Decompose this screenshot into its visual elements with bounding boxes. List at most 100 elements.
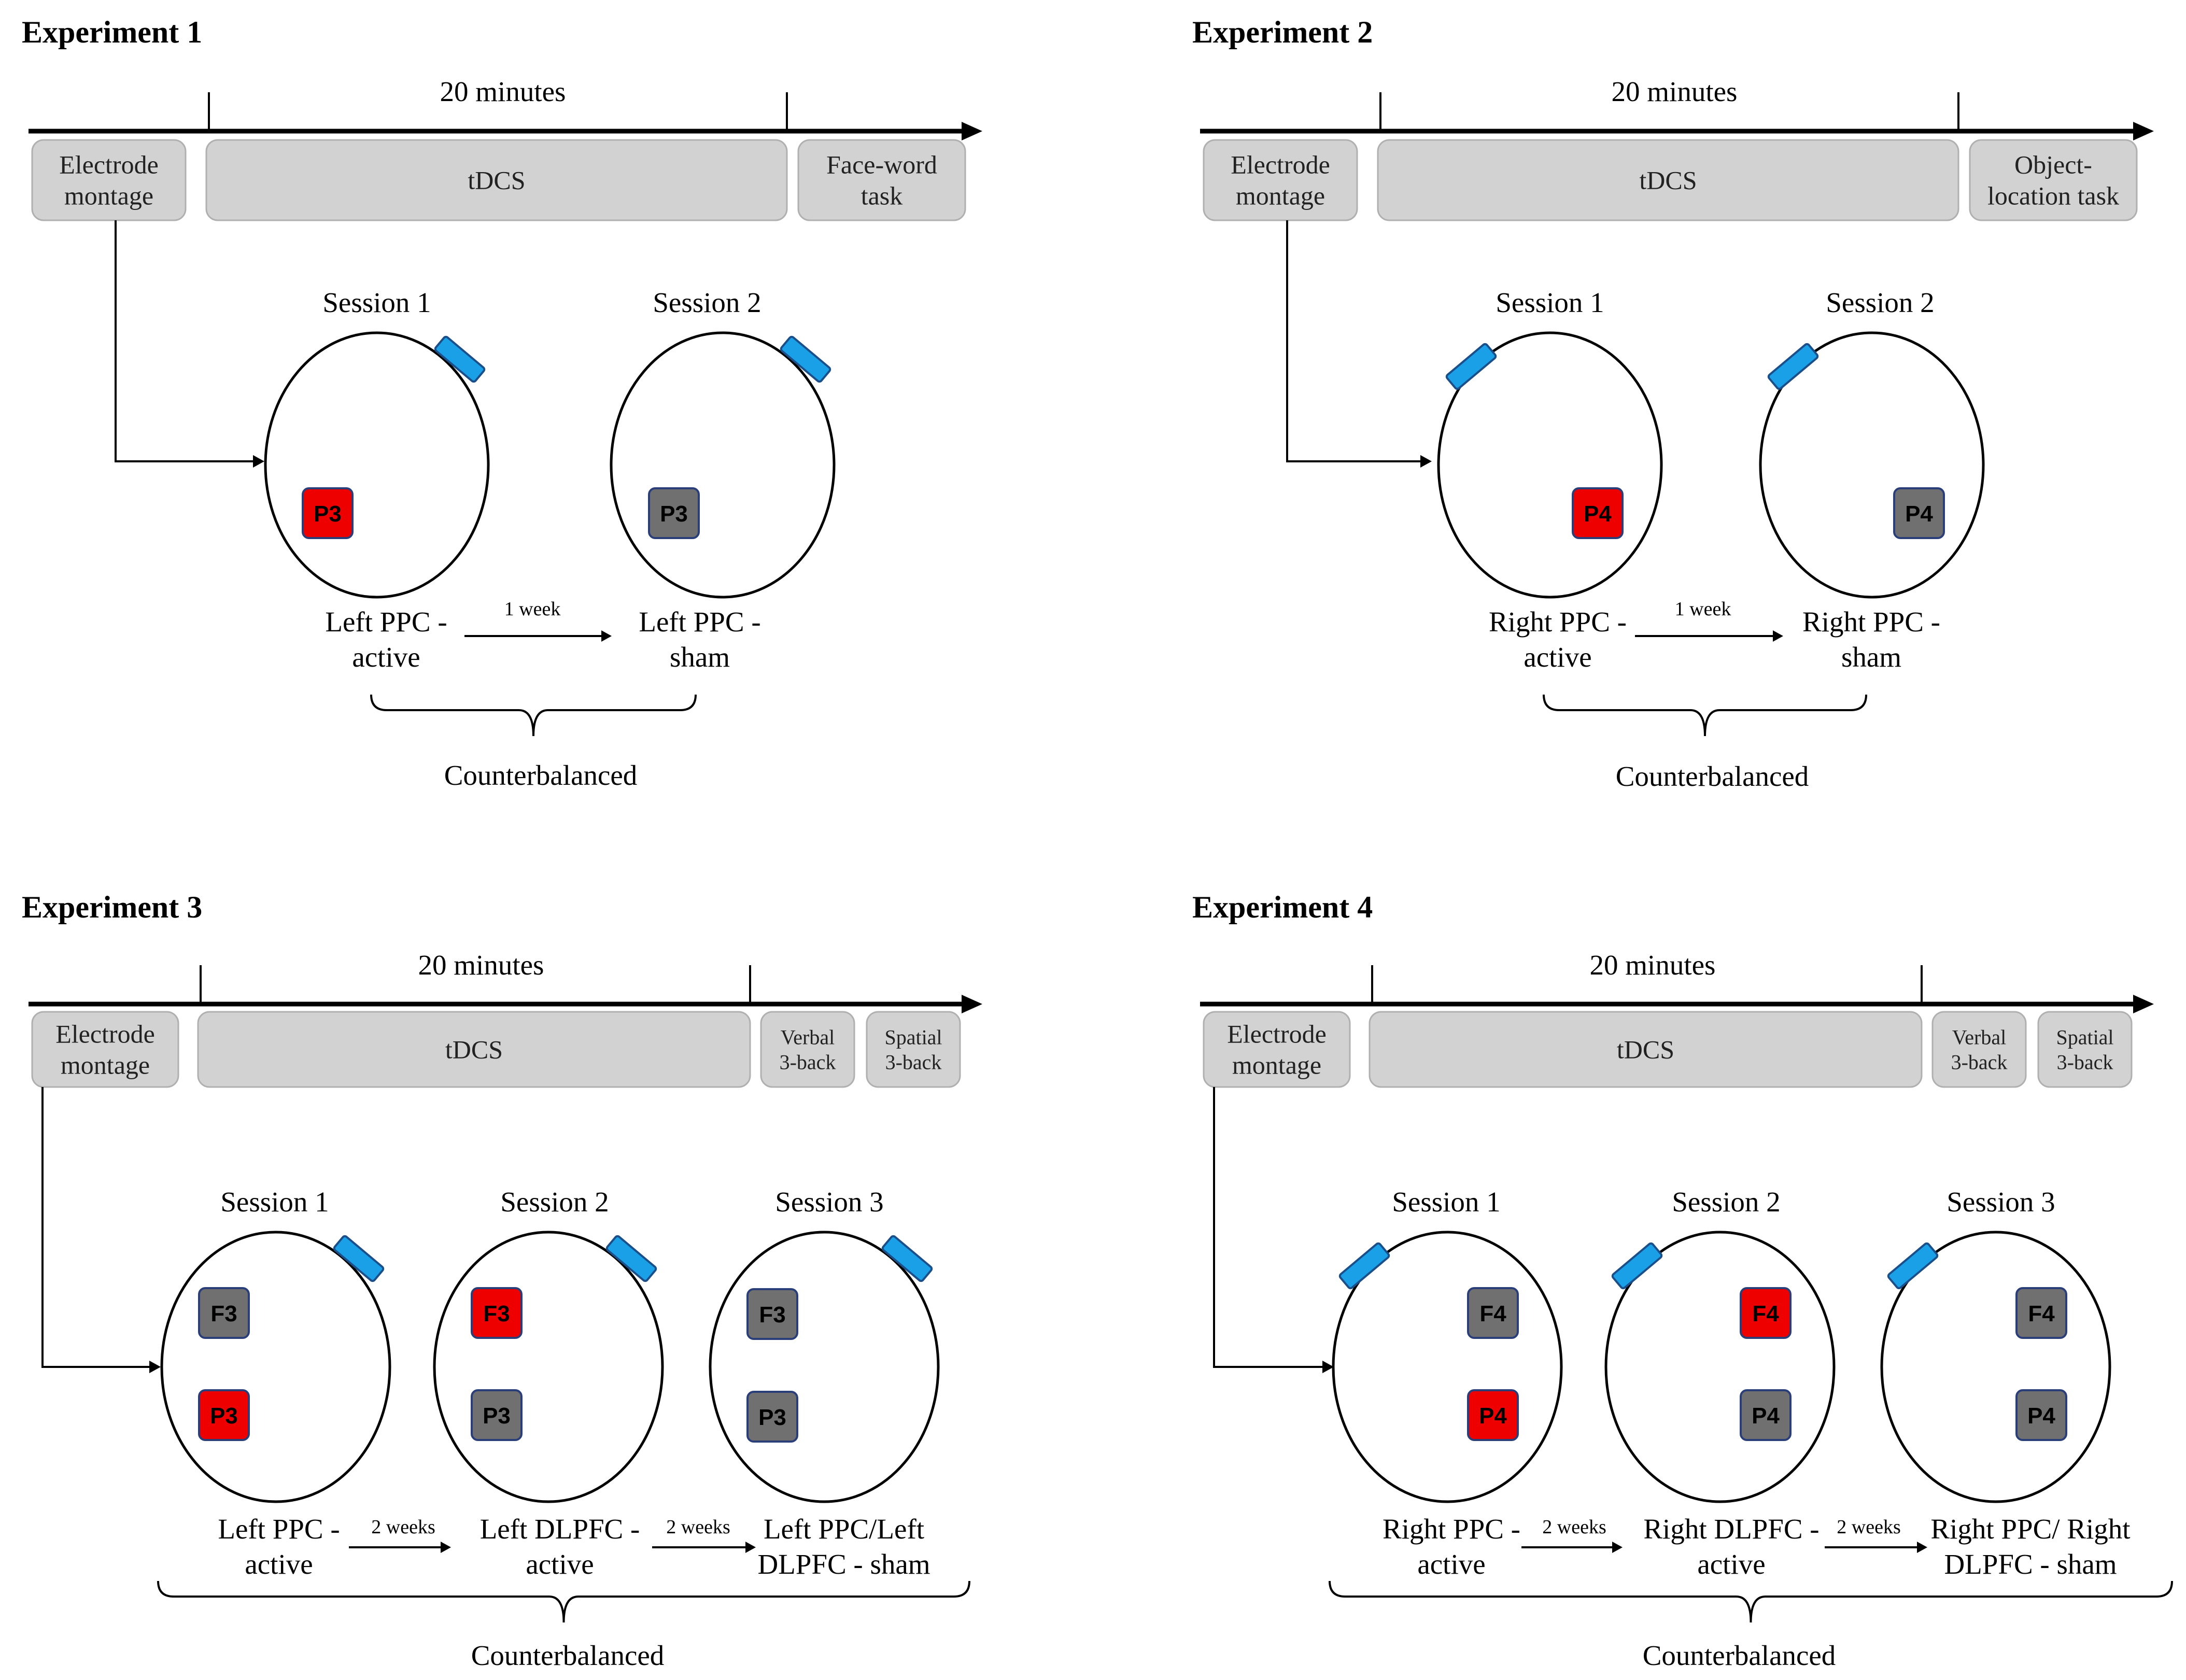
electrode-montage-box-label: montage bbox=[1232, 1051, 1321, 1080]
electrode-label: F4 bbox=[2028, 1301, 2055, 1326]
task-box-label: Spatial bbox=[884, 1026, 942, 1049]
session-caption: active bbox=[526, 1548, 594, 1580]
interval-label: 2 weeks bbox=[666, 1516, 730, 1538]
session-name: Session 2 bbox=[1826, 287, 1934, 318]
task-box-label: 3-back bbox=[780, 1051, 836, 1074]
head-outline bbox=[160, 1231, 391, 1503]
session-caption: DLPFC - sham bbox=[757, 1548, 930, 1580]
task-box-label: 3-back bbox=[2057, 1051, 2113, 1074]
arrowhead-icon bbox=[1917, 1542, 1927, 1553]
electrode-label: P3 bbox=[210, 1403, 238, 1429]
timeline-arrow-icon bbox=[962, 122, 982, 140]
task-box bbox=[1969, 139, 2138, 221]
experiment-panel-1: Experiment 120 minutesElectrodemontagetD… bbox=[22, 15, 982, 791]
electrode-montage-box-label: Electrode bbox=[1231, 150, 1330, 179]
electrode-sham bbox=[746, 1391, 798, 1443]
counterbalance-brace bbox=[1543, 694, 1867, 737]
reference-electrode-icon bbox=[780, 335, 831, 383]
task-box-label: Verbal bbox=[781, 1026, 835, 1049]
head-outline bbox=[1880, 1231, 2111, 1503]
arrowhead-icon bbox=[601, 630, 612, 642]
counterbalance-brace bbox=[1329, 1580, 2173, 1623]
interval-label: 2 weeks bbox=[371, 1516, 435, 1538]
head-outline bbox=[433, 1231, 664, 1503]
reference-electrode-icon bbox=[1338, 1242, 1390, 1290]
counterbalanced-label: Counterbalanced bbox=[1643, 1640, 1836, 1671]
reference-electrode-icon bbox=[881, 1235, 933, 1282]
electrode-active bbox=[198, 1389, 250, 1441]
session-caption: Right PPC - bbox=[1802, 606, 1940, 638]
counterbalanced-label: Counterbalanced bbox=[471, 1640, 665, 1671]
session-name: Session 2 bbox=[653, 287, 761, 318]
session-name: Session 2 bbox=[500, 1186, 609, 1218]
experiment-panel-4: Experiment 420 minutesElectrodemontagetD… bbox=[1192, 890, 2173, 1671]
session-caption: active bbox=[1697, 1548, 1765, 1580]
experiment-panel-2: Experiment 220 minutesElectrodemontagetD… bbox=[1192, 15, 2154, 792]
montage-connector-arrow bbox=[1213, 1087, 1331, 1368]
experiment-title: Experiment 3 bbox=[22, 890, 202, 924]
task-box-label: 3-back bbox=[885, 1051, 942, 1074]
interval-label: 2 weeks bbox=[1542, 1516, 1606, 1538]
electrode-label: F4 bbox=[1752, 1301, 1779, 1326]
electrode-montage-box bbox=[31, 1011, 179, 1088]
electrode-montage-box-label: montage bbox=[64, 181, 153, 210]
electrode-montage-box-label: montage bbox=[1236, 181, 1325, 210]
electrode-label: F3 bbox=[759, 1302, 785, 1328]
reference-electrode-icon bbox=[1767, 343, 1819, 390]
arrowhead-icon bbox=[1612, 1542, 1623, 1553]
arrowhead-icon bbox=[1420, 455, 1432, 468]
task-box bbox=[1931, 1011, 2027, 1088]
head-outline bbox=[709, 1231, 940, 1503]
task-box bbox=[797, 139, 966, 221]
task-box-label: Spatial bbox=[2056, 1026, 2113, 1049]
experiment-panel-3: Experiment 320 minutesElectrodemontagetD… bbox=[22, 890, 982, 1671]
reference-electrode-icon bbox=[434, 335, 486, 383]
counterbalance-brace bbox=[157, 1580, 970, 1623]
arrowhead-icon bbox=[1322, 1360, 1334, 1374]
electrode-montage-box bbox=[31, 139, 187, 221]
reference-electrode-icon bbox=[333, 1235, 385, 1282]
electrode-active bbox=[1572, 487, 1624, 539]
head-outline bbox=[610, 331, 836, 599]
head-outline bbox=[1437, 331, 1663, 599]
counterbalanced-label: Counterbalanced bbox=[1616, 760, 1809, 792]
reference-electrode-icon bbox=[1887, 1242, 1939, 1290]
tdcs-box-label: tDCS bbox=[1617, 1035, 1674, 1064]
task-box bbox=[866, 1011, 961, 1088]
reference-electrode-icon bbox=[1611, 1242, 1663, 1290]
session-caption: active bbox=[1417, 1548, 1485, 1580]
electrode-label: P3 bbox=[758, 1405, 786, 1430]
session-caption: sham bbox=[670, 641, 730, 673]
counterbalanced-label: Counterbalanced bbox=[444, 759, 638, 791]
experiment-title: Experiment 1 bbox=[22, 15, 202, 49]
task-box-label: location task bbox=[1987, 181, 2119, 210]
electrode-sham bbox=[648, 487, 700, 539]
timeline-arrow-icon bbox=[2133, 122, 2154, 140]
arrowhead-icon bbox=[1773, 630, 1783, 642]
session-caption: Left PPC - bbox=[218, 1513, 340, 1545]
task-box-label: task bbox=[861, 181, 903, 210]
electrode-sham bbox=[471, 1389, 523, 1441]
task-box-label: Face-word bbox=[826, 150, 937, 179]
timeline-arrow-icon bbox=[2133, 995, 2154, 1013]
session-name: Session 1 bbox=[220, 1186, 329, 1218]
duration-label: 20 minutes bbox=[418, 949, 544, 981]
task-box-label: Verbal bbox=[1952, 1026, 2006, 1049]
session-caption: sham bbox=[1841, 641, 1901, 673]
electrode-sham bbox=[2015, 1287, 2067, 1339]
task-box bbox=[2037, 1011, 2133, 1088]
session-caption: Right PPC - bbox=[1489, 606, 1627, 638]
electrode-label: P4 bbox=[1752, 1403, 1780, 1429]
task-box-label: 3-back bbox=[1951, 1051, 2008, 1074]
reference-electrode-icon bbox=[605, 1235, 657, 1282]
electrode-label: F3 bbox=[483, 1301, 510, 1326]
tdcs-box bbox=[1377, 139, 1959, 221]
experiment-title: Experiment 2 bbox=[1192, 15, 1373, 49]
montage-connector-arrow bbox=[41, 1087, 158, 1368]
electrode-label: P3 bbox=[314, 501, 342, 527]
